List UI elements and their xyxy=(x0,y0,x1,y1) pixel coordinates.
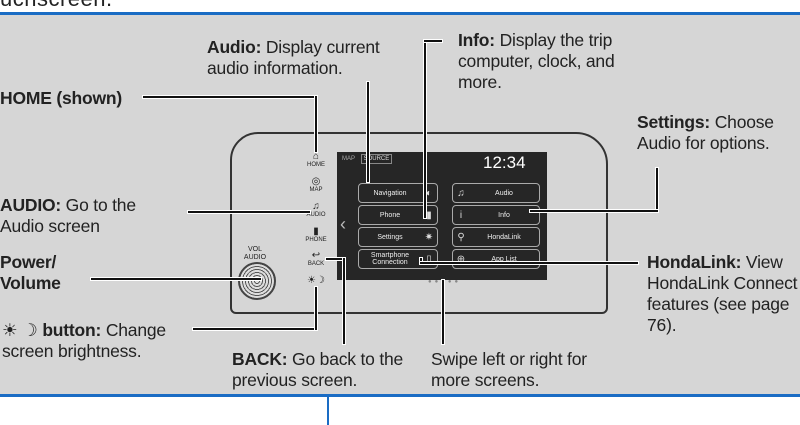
leader-back xyxy=(342,257,346,345)
leader-settings xyxy=(655,167,659,211)
leader-home-v xyxy=(314,95,318,153)
key-label: HOME xyxy=(307,162,325,168)
tile-info[interactable]: i Info xyxy=(452,205,540,225)
leader-info xyxy=(423,39,427,219)
hondalink-icon: ⚲ xyxy=(457,231,465,243)
smartphone-icon: ▯ xyxy=(426,253,432,265)
tile-label: Navigation xyxy=(373,189,407,197)
callout-home: HOME (shown) xyxy=(0,88,123,108)
brightness-icon: ☀☽ xyxy=(307,275,325,286)
info-icon: i xyxy=(459,209,463,221)
tile-smartphone[interactable]: Smartphone Connection ▯ xyxy=(358,249,438,269)
tab-map[interactable]: MAP xyxy=(342,156,355,162)
tile-label: Phone xyxy=(379,211,401,219)
brightness-key[interactable]: ☀☽ xyxy=(305,276,327,286)
screen-tabs: MAP SOURCE xyxy=(342,154,393,164)
callout-info: Info: Display the trip computer, clock, … xyxy=(458,30,615,92)
music-note-icon: ♫ xyxy=(312,201,320,212)
home-key[interactable]: ⌂HOME xyxy=(305,151,327,169)
divider xyxy=(327,397,329,425)
map-icon: ◎ xyxy=(311,176,321,187)
brightness-icon: ☀ ☽ xyxy=(2,320,38,340)
leader-audio xyxy=(366,81,370,183)
callout-audio-key: AUDIO: Go to the Audio screen xyxy=(0,195,136,236)
leader-home xyxy=(142,95,318,99)
leader-brightness xyxy=(192,327,318,331)
key-label: AUDIO xyxy=(306,212,326,218)
leader-brightness-v xyxy=(314,286,318,331)
key-label: BACK xyxy=(307,261,325,267)
tile-label: App List xyxy=(491,255,517,263)
leader-info-h xyxy=(423,39,443,43)
callout-swipe: Swipe left or right for more screens. xyxy=(431,349,587,390)
chevron-left-icon[interactable]: ‹ xyxy=(340,214,346,234)
audio-key[interactable]: ♫AUDIO xyxy=(305,201,327,219)
callout-power: Power/ Volume xyxy=(0,252,61,293)
tile-label: Smartphone Connection xyxy=(370,252,410,266)
tile-hondalink[interactable]: ⚲ HondaLink xyxy=(452,227,540,247)
phone-key[interactable]: ▮PHONE xyxy=(305,226,327,244)
key-label: MAP xyxy=(309,187,323,193)
leader-audio-key xyxy=(187,210,311,214)
callout-back: BACK: Go back to the previous screen. xyxy=(232,349,404,390)
back-key[interactable]: ↩BACK xyxy=(305,250,327,268)
music-note-icon: ♫ xyxy=(457,187,465,199)
phone-icon: ▮ xyxy=(313,226,319,237)
clock: 12:34 xyxy=(483,153,526,172)
tile-audio[interactable]: ♫ Audio xyxy=(452,183,540,203)
leader-swipe xyxy=(441,279,445,345)
callout-hondalink: HondaLink: View HondaLink Connect featur… xyxy=(647,252,798,335)
tab-source[interactable]: SOURCE xyxy=(360,154,393,164)
tile-settings[interactable]: Settings ✷ xyxy=(358,227,438,247)
tile-label: Info xyxy=(498,211,510,219)
top-cut-text: uchscreen. xyxy=(0,0,113,12)
gear-icon: ✷ xyxy=(424,231,434,243)
touchscreen[interactable] xyxy=(337,152,547,280)
power-volume-knob[interactable] xyxy=(238,262,276,300)
tile-label: HondaLink xyxy=(487,233,521,241)
home-icon: ⌂ xyxy=(312,151,320,162)
leader-hondalink-v xyxy=(419,257,423,265)
tile-navigation[interactable]: Navigation ◐ xyxy=(358,183,438,203)
leader-settings-h xyxy=(529,209,659,213)
callout-brightness: ☀ ☽ button: Change screen brightness. xyxy=(2,320,166,361)
map-key[interactable]: ◎MAP xyxy=(305,176,327,194)
knob-label: VOL AUDIO xyxy=(243,246,267,261)
compass-icon: ◐ xyxy=(425,187,433,199)
tile-label: Audio xyxy=(495,189,513,197)
leader-power xyxy=(90,277,262,281)
key-label: PHONE xyxy=(305,237,327,243)
tile-label: Settings xyxy=(377,233,403,241)
app-list-icon: ⊕ xyxy=(456,253,466,265)
leader-back-h xyxy=(325,257,345,261)
phone-icon: ▮ xyxy=(426,209,432,221)
page-indicator: ●●●●● xyxy=(428,279,462,285)
display-bezel xyxy=(230,132,608,314)
back-arrow-icon: ↩ xyxy=(311,250,321,261)
tile-app-list[interactable]: ⊕ App List xyxy=(452,249,540,269)
leader-hondalink xyxy=(419,261,639,265)
callout-settings: Settings: Choose Audio for options. xyxy=(637,112,774,153)
callout-audio: Audio: Display current audio information… xyxy=(207,37,380,78)
tile-phone[interactable]: Phone ▮ xyxy=(358,205,438,225)
